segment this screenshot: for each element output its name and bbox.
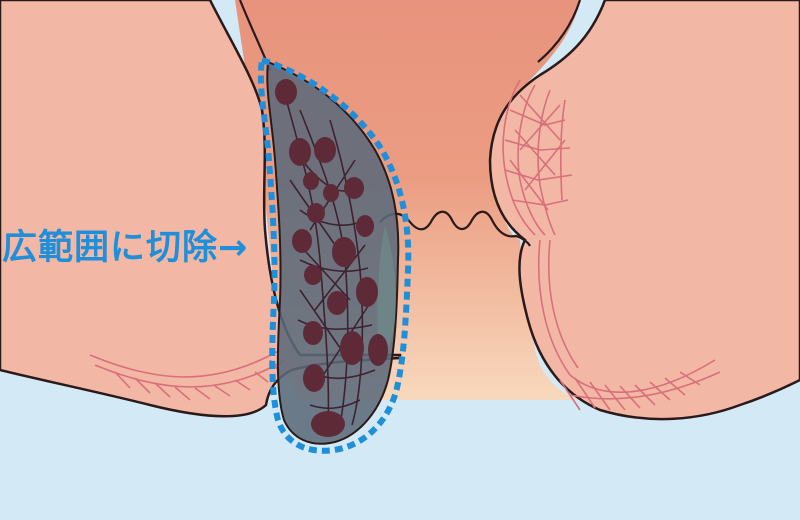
excision-annotation-label: 広範囲に切除→ — [2, 228, 249, 268]
nodule — [307, 203, 325, 223]
nodule — [368, 334, 388, 366]
nodule — [303, 321, 323, 345]
nodule — [356, 277, 378, 307]
excision-outline — [257, 56, 412, 454]
left-vessel-network-lower — [89, 349, 286, 401]
nodule — [332, 237, 356, 267]
right-inner-contour — [537, 0, 582, 63]
nodule — [303, 364, 325, 392]
nodule — [323, 184, 339, 202]
nodule — [314, 137, 336, 163]
nodule — [303, 172, 319, 190]
nodule — [304, 265, 322, 285]
right-vessel-network-lower — [537, 239, 721, 411]
nodule — [289, 138, 311, 166]
nodule — [311, 411, 345, 437]
nodule — [292, 229, 312, 253]
nodule — [340, 331, 364, 365]
nodule — [344, 177, 364, 199]
lesion-inner-edge — [377, 225, 396, 362]
nodule — [275, 79, 297, 105]
right-vessel-network-upper — [502, 79, 573, 236]
nodule — [356, 215, 374, 237]
dentate-line — [379, 210, 531, 247]
lesion-nodules — [275, 79, 388, 437]
right-buttock — [488, 0, 800, 421]
nodule — [327, 291, 347, 315]
